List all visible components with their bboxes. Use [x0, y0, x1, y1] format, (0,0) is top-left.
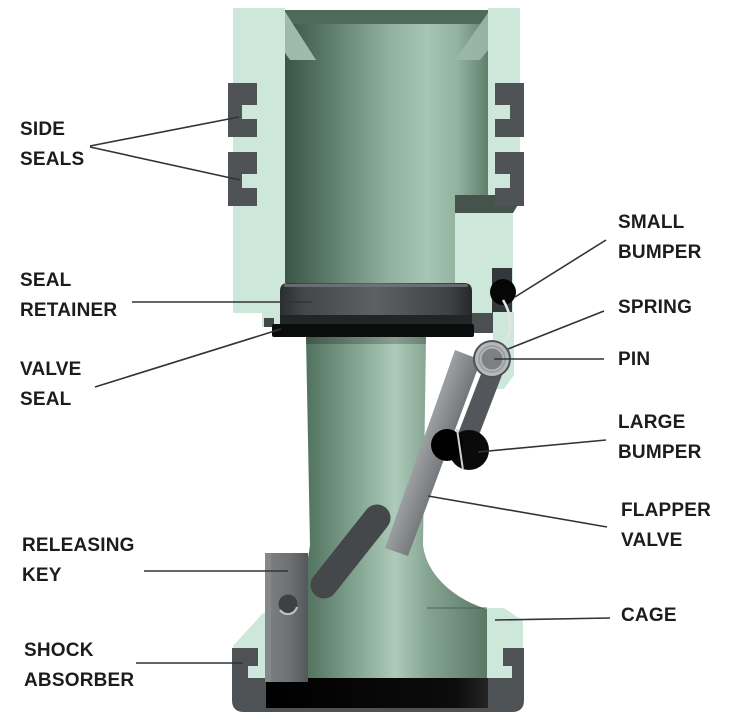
releasing-key-hole	[278, 594, 298, 614]
flapper-valve-plate	[385, 350, 481, 556]
label-spring: SPRING	[618, 293, 692, 323]
spring-leader	[507, 310, 605, 350]
seal-retainer-lower-band	[280, 315, 472, 325]
valve-seal-seat-notch-left	[264, 318, 274, 327]
label-line: RELEASING	[22, 535, 135, 556]
side-seals-leader-lower	[89, 146, 241, 181]
releasing-key-lit-edge	[265, 553, 271, 682]
seal-retainer-top-rim	[284, 284, 468, 287]
label-line: SEAL	[20, 389, 72, 410]
pin-center	[481, 348, 503, 370]
label-seal-retainer: SEAL RETAINER	[20, 266, 117, 326]
large-bumper-leader	[477, 439, 607, 453]
label-shock-absorber: SHOCK ABSORBER	[24, 636, 134, 696]
label-cage: CAGE	[621, 601, 677, 631]
label-line: FLAPPER	[621, 500, 712, 521]
large-bumper-split-highlight	[456, 428, 464, 471]
label-line: PIN	[618, 349, 651, 370]
label-line: SIDE	[20, 119, 66, 140]
label-releasing-key: RELEASING KEY	[22, 531, 135, 591]
base-black-insert	[266, 678, 488, 708]
side-seal-lower-left	[228, 152, 257, 206]
releasing-key-plate	[265, 553, 308, 682]
label-line: KEY	[22, 565, 62, 586]
shock-absorber-right	[503, 648, 524, 678]
label-line: BUMPER	[618, 442, 702, 463]
label-line: BUMPER	[618, 242, 702, 263]
label-line: ABSORBER	[24, 670, 135, 691]
side-seal-upper-left	[228, 83, 257, 137]
valve-seal-seat-right	[469, 313, 493, 333]
shock-absorber-left	[232, 648, 258, 678]
label-valve-seal: VALVE SEAL	[20, 355, 82, 415]
small-bumper-shape	[490, 279, 516, 305]
label-pin: PIN	[618, 345, 650, 375]
leader-lines	[89, 116, 611, 664]
flapper-valve-leader	[427, 495, 608, 528]
label-line: SHOCK	[24, 640, 94, 661]
label-line: LARGE	[618, 412, 686, 433]
label-line: SEALS	[20, 149, 85, 170]
small-bumper-leader	[514, 239, 607, 298]
side-seals-leader-upper	[89, 116, 240, 147]
upper-bore-cylinder	[285, 24, 488, 283]
label-line: VALVE	[621, 530, 683, 551]
label-flapper-valve: FLAPPER VALVE	[621, 496, 711, 556]
label-line: RETAINER	[20, 300, 118, 321]
tube-top-shadow	[306, 337, 426, 344]
label-large-bumper: LARGE BUMPER	[618, 408, 702, 468]
large-bumper-stem	[431, 429, 463, 461]
label-side-seals: SIDE SEALS	[20, 115, 84, 175]
cage-leader	[494, 617, 611, 621]
label-line: SPRING	[618, 297, 693, 318]
valve-seal-leader	[94, 328, 282, 388]
side-seal-upper-right	[495, 83, 524, 137]
flapper-link-rod	[310, 504, 391, 599]
seal-retainer-ring	[280, 283, 472, 325]
label-line: CAGE	[621, 605, 677, 626]
label-line: SMALL	[618, 212, 685, 233]
key-hole-highlight	[279, 606, 298, 616]
label-line: SEAL	[20, 270, 72, 291]
label-line: VALVE	[20, 359, 82, 380]
side-seal-lower-right	[495, 152, 524, 206]
label-small-bumper: SMALL BUMPER	[618, 208, 702, 268]
valve-seal-ring	[272, 324, 474, 337]
